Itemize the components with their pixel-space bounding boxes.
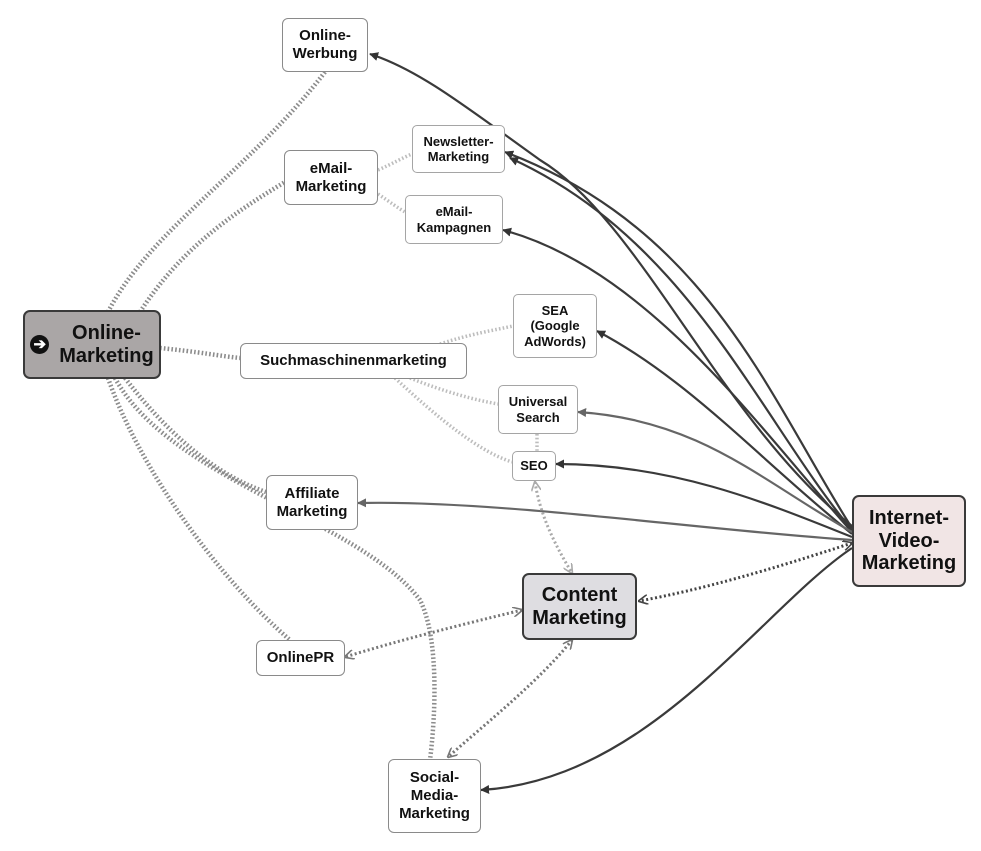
link-email-newsletter	[377, 152, 413, 172]
node-seo-label: SEO	[520, 458, 548, 474]
arrow-right-circle-icon: ➔	[30, 335, 50, 354]
node-suchmaschinenmarketing-label: Suchmaschinenmarketing	[260, 352, 447, 370]
link-sem-seo	[393, 376, 513, 464]
arrow-content-social-media	[448, 640, 572, 757]
link-online-marketing-online-pr	[105, 377, 292, 642]
link-online-marketing-suchmaschinenmarketing	[159, 345, 241, 361]
node-sea-label: SEA (Google AdWords)	[524, 303, 586, 349]
arrow-video-newsletter	[504, 150, 853, 529]
node-online-marketing[interactable]: ➔ Online- Marketing	[23, 310, 161, 379]
node-online-werbung[interactable]: Online- Werbung	[282, 18, 368, 72]
node-email-marketing-label: eMail- Marketing	[295, 159, 367, 195]
node-content-marketing-label: Content Marketing	[532, 584, 627, 629]
node-affiliate-marketing-label: Affiliate Marketing	[276, 484, 348, 520]
node-online-werbung-label: Online- Werbung	[292, 27, 358, 62]
link-sem-sea	[439, 324, 514, 346]
link-email-kampagnen	[377, 192, 406, 214]
node-online-pr-label: OnlinePR	[266, 649, 335, 667]
arrow-content-online-pr	[345, 610, 522, 657]
link-online-marketing-affiliate-marketing	[123, 376, 267, 495]
node-newsletter-marketing[interactable]: Newsletter- Marketing	[412, 125, 505, 173]
arrow-video-online-werbung	[369, 52, 853, 527]
node-affiliate-marketing[interactable]: Affiliate Marketing	[266, 475, 358, 530]
arrow-video-email-kampagnen	[502, 227, 853, 533]
arrow-video-affiliate	[357, 498, 853, 542]
node-email-kampagnen-label: eMail- Kampagnen	[416, 204, 492, 235]
arrow-video-newsletter-2	[509, 156, 853, 531]
node-email-kampagnen[interactable]: eMail- Kampagnen	[405, 195, 503, 244]
node-sea[interactable]: SEA (Google AdWords)	[513, 294, 597, 358]
node-social-media-marketing[interactable]: Social- Media- Marketing	[388, 759, 481, 833]
link-online-marketing-social-media	[113, 376, 437, 761]
node-suchmaschinenmarketing[interactable]: Suchmaschinenmarketing	[240, 343, 467, 379]
node-seo[interactable]: SEO	[512, 451, 556, 481]
arrow-video-sea	[596, 330, 853, 535]
node-internet-video-marketing[interactable]: Internet- Video- Marketing	[852, 495, 966, 587]
node-email-marketing[interactable]: eMail- Marketing	[284, 150, 378, 205]
node-universal-search-label: Universal Search	[508, 394, 568, 425]
node-online-pr[interactable]: OnlinePR	[256, 640, 345, 676]
arrow-video-seo	[555, 459, 853, 539]
link-sem-universal-search	[409, 376, 499, 406]
node-online-marketing-label: Online- Marketing	[59, 322, 154, 367]
arrow-seo-content	[535, 482, 572, 573]
node-universal-search[interactable]: Universal Search	[498, 385, 578, 434]
node-social-media-marketing-label: Social- Media- Marketing	[399, 769, 470, 822]
node-content-marketing[interactable]: Content Marketing	[522, 573, 637, 640]
node-newsletter-marketing-label: Newsletter- Marketing	[423, 133, 494, 164]
node-internet-video-marketing-label: Internet- Video- Marketing	[861, 507, 957, 575]
link-online-marketing-email-marketing	[138, 180, 287, 314]
arrow-video-universal-search	[577, 408, 853, 533]
